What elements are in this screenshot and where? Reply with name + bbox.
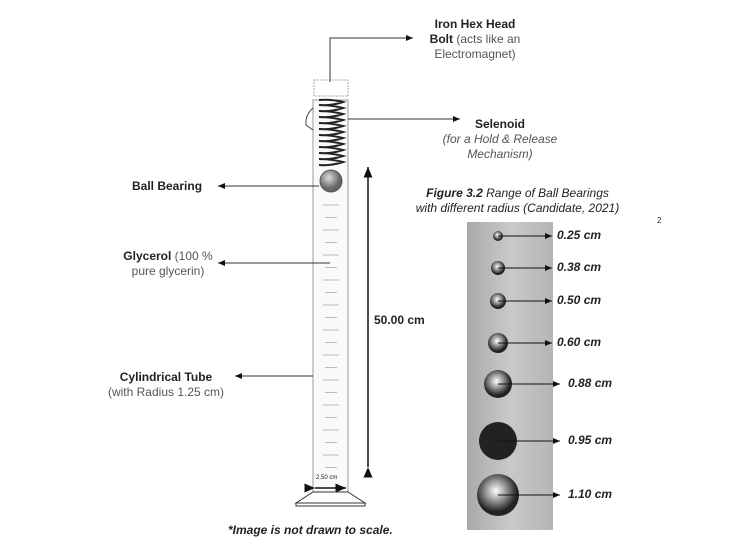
bearing-size-label: 0.38 cm (557, 260, 602, 274)
bearing-size-label: 0.95 cm (568, 433, 613, 447)
hex-bolt (313, 79, 349, 97)
glycerol-label: Glycerol (100 %pure glycerin) (123, 249, 213, 278)
page-mark: 2 (657, 216, 662, 225)
bearing-size-label: 0.25 cm (557, 228, 602, 242)
bearing-size-label: 0.60 cm (557, 335, 602, 349)
tube-base (294, 491, 367, 504)
bearing-size-label: 1.10 cm (568, 487, 613, 501)
selenoid-coil (318, 98, 347, 167)
tube-label: Cylindrical Tube(with Radius 1.25 cm) (107, 370, 225, 399)
bearing-size-label: 0.50 cm (557, 293, 602, 307)
ball-bearing (319, 169, 343, 193)
diameter-label: 2.50 cm (316, 475, 338, 481)
ball-bearing-label: Ball Bearing (132, 179, 203, 193)
bearing-size-label: 0.88 cm (568, 376, 613, 390)
scale-note: *Image is not drawn to scale. (228, 523, 393, 537)
height-label: 50.00 cm (374, 313, 425, 327)
